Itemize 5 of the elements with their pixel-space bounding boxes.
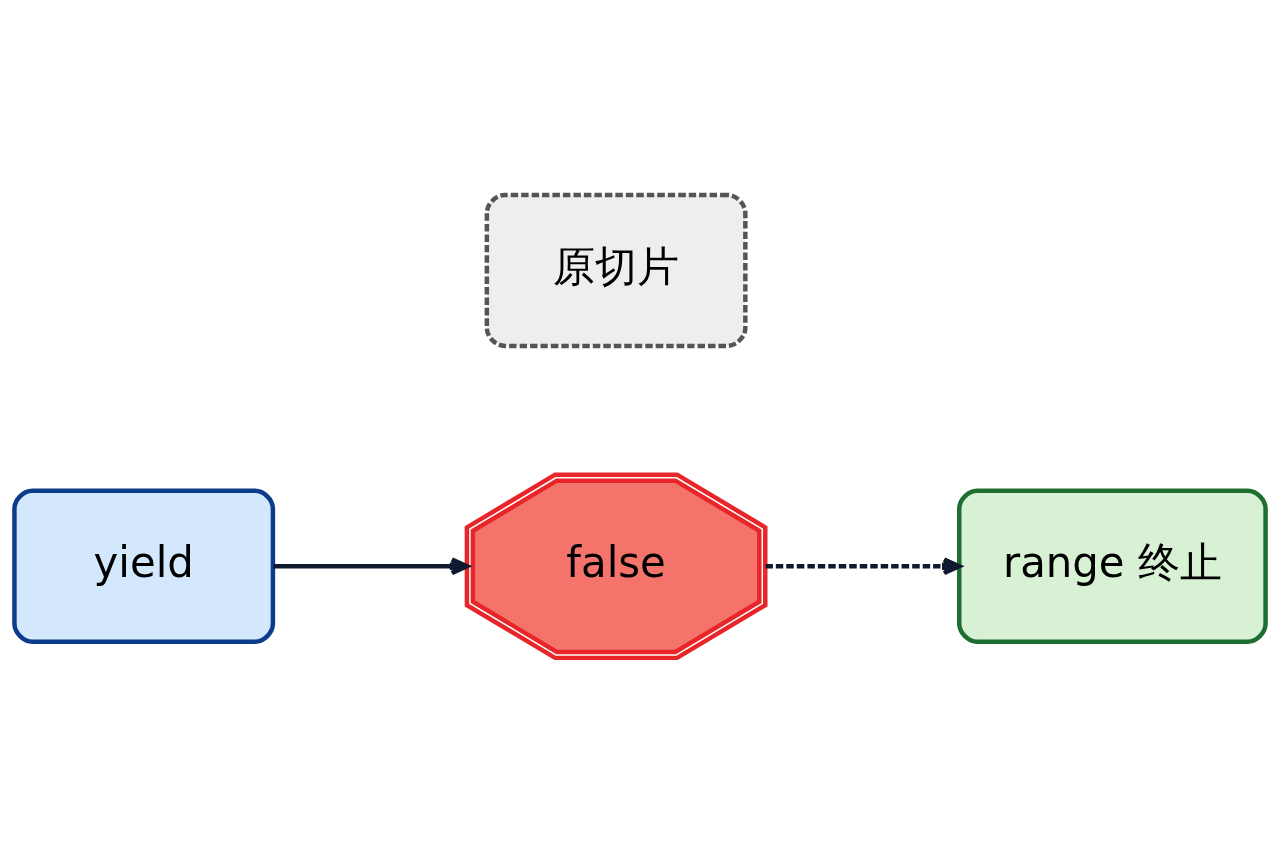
node-box: range 终止: [957, 488, 1268, 644]
arrow: [765, 557, 962, 576]
node-box: 原切片: [484, 192, 748, 349]
arrow: [273, 557, 470, 576]
node-box: yield: [12, 488, 276, 644]
